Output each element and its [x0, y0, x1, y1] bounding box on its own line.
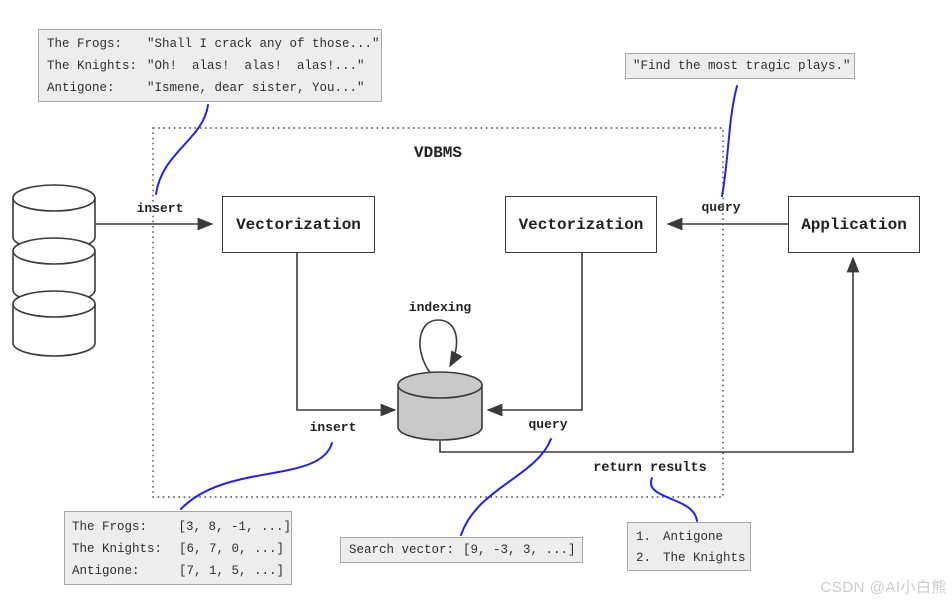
application-label: Application — [801, 215, 907, 234]
query-label-bottom: query — [528, 417, 568, 432]
document-text: "Ismene, dear sister, You..." — [147, 81, 365, 95]
document-name: The Frogs: — [47, 37, 123, 51]
results-box: 1. Antigone 2. The Knights — [627, 522, 751, 571]
vectorization-left-label: Vectorization — [236, 215, 361, 234]
vector-name: The Frogs: — [72, 520, 148, 534]
arrow-insert-vectorization-to-store — [296, 253, 397, 417]
insert-label-top: insert — [136, 201, 184, 216]
database-icon — [12, 184, 96, 357]
query-quote-box: "Find the most tragic plays." — [625, 53, 855, 79]
vectorization-left-box: Vectorization — [222, 196, 375, 253]
search-vector-box: Search vector: [9, -3, 3, ...] — [340, 537, 583, 563]
connector-vectors-to-insert — [180, 442, 333, 510]
result-name: The Knights — [663, 551, 746, 565]
vectorization-right-label: Vectorization — [518, 215, 644, 234]
vdbms-boundary — [152, 127, 724, 498]
arrow-query-vectorization-to-store — [486, 253, 583, 417]
vector-name: Antigone: — [72, 564, 140, 578]
result-name: Antigone — [663, 530, 724, 544]
connector-search-vector-to-query — [460, 438, 552, 536]
csdn-watermark: CSDN @AI小白熊 — [820, 579, 947, 596]
document-text: "Shall I crack any of those..." — [147, 37, 380, 51]
document-row: The Frogs: "Shall I crack any of those..… — [47, 33, 381, 55]
vectors-box: The Frogs: [3, 8, -1, ...] The Knights: … — [64, 511, 292, 585]
indexing-self-loop-arrow — [419, 319, 463, 375]
vector-store-cylinder — [397, 371, 483, 441]
vector-value: [7, 1, 5, ...] — [179, 564, 285, 578]
indexing-label: indexing — [408, 300, 472, 315]
vector-row: The Frogs: [3, 8, -1, ...] — [72, 516, 291, 538]
connector-results-to-return — [649, 477, 698, 522]
vdbms-title: VDBMS — [413, 144, 463, 162]
connector-documents-to-insert — [155, 104, 209, 195]
return-results-label: return results — [593, 461, 707, 476]
result-item: 1. Antigone — [636, 527, 750, 548]
document-row: The Knights: "Oh! alas! alas! alas!..." — [47, 55, 381, 77]
document-row: Antigone: "Ismene, dear sister, You..." — [47, 77, 381, 99]
vector-row: The Knights: [6, 7, 0, ...] — [72, 538, 291, 560]
vectorization-right-box: Vectorization — [505, 196, 657, 253]
result-rank: 2. — [636, 551, 652, 565]
vector-value: [3, 8, -1, ...] — [178, 520, 291, 534]
document-name: The Knights: — [47, 59, 138, 73]
search-vector-label: Search vector: — [349, 543, 455, 557]
documents-quote-box: The Frogs: "Shall I crack any of those..… — [38, 29, 382, 102]
connector-query-text-to-query — [721, 85, 738, 197]
insert-label-bottom: insert — [309, 420, 357, 435]
application-box: Application — [788, 196, 920, 253]
query-label-top: query — [701, 200, 741, 215]
vector-row: Antigone: [7, 1, 5, ...] — [72, 560, 291, 582]
vector-name: The Knights: — [72, 542, 163, 556]
arrow-return-results-to-application — [439, 256, 860, 453]
result-item: 2. The Knights — [636, 548, 750, 569]
search-vector-value: [9, -3, 3, ...] — [463, 543, 576, 557]
document-name: Antigone: — [47, 81, 115, 95]
vector-value: [6, 7, 0, ...] — [179, 542, 285, 556]
document-text: "Oh! alas! alas! alas!..." — [147, 59, 365, 73]
result-rank: 1. — [636, 530, 652, 544]
